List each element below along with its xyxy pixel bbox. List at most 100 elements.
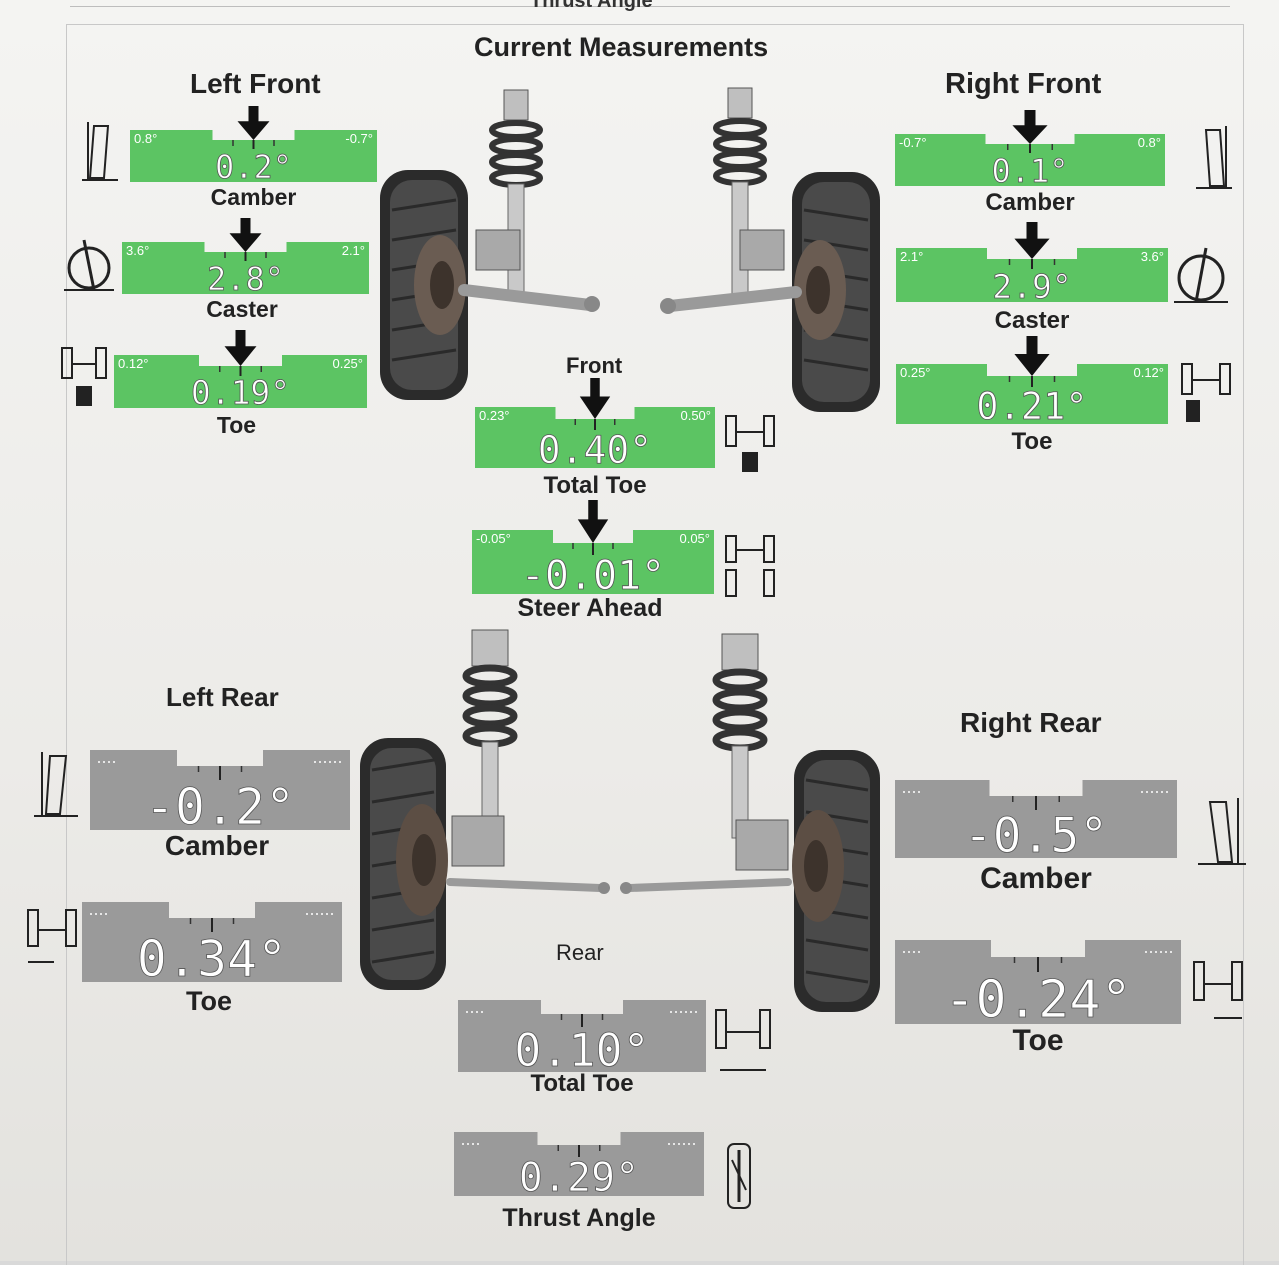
left-rear-heading: Left Rear [166,682,279,712]
camber-icon [1196,126,1232,189]
measurement-value: 2.9° [992,267,1071,306]
gauge-max-limit: -0.7° [345,131,373,146]
measurement-value: 0.34° [137,930,288,988]
measurement-value: 2.8° [207,260,284,298]
measurement-pointer-icon [229,218,262,252]
measurement-value: -0.01° [521,553,666,599]
thrust-angle-label: Thrust Angle [502,1204,656,1232]
gauge-band [895,940,1181,1024]
right-front-toe-gauge: 0.25° 0.12° 0.21° [896,336,1168,428]
left-front-camber-label: Camber [210,184,297,210]
right-rear-camber-label: Camber [980,862,1092,895]
camber-icon [34,752,78,817]
rear-total-toe-gauge: 0.10° [458,1000,706,1077]
rear-suspension-illustration [360,629,880,1012]
left-front-toe-label: Toe [216,412,257,438]
right-rear-toe-gauge: -0.24° [895,940,1181,1030]
right-front-toe-label: Toe [1011,428,1053,455]
caster-icon [64,239,114,291]
front-left-tire [380,170,468,400]
toe-icon [61,347,107,406]
steer-ahead-icon [725,535,775,597]
rear-left-tire [360,738,448,990]
rear-right-tire [792,750,880,1012]
gauge-band [90,750,350,830]
steer-ahead-gauge: -0.05° 0.05° -0.01° [472,500,714,599]
right-front-caster-gauge: 2.1° 3.6° 2.9° [896,222,1168,306]
page-title: Current Measurements [474,32,769,62]
gauge-band [114,355,367,408]
gauge-max-limit: 0.50° [680,408,711,423]
left-rear-camber-label: Camber [164,830,270,861]
gauge-min-limit: 2.1° [900,249,923,264]
left-rear-camber-gauge: -0.2° [90,750,350,836]
left-front-camber-gauge: 0.8°-0.7°0.2° [130,106,377,186]
caster-icon [1174,247,1228,303]
gauge-max-limit: 0.25° [332,356,363,371]
right-front-camber-gauge: -0.7°0.8°0.1° [895,110,1165,190]
measurement-pointer-icon [224,330,257,366]
gauge-band [454,1132,704,1196]
front-right-strut [660,87,802,314]
gauge-band [458,1000,706,1072]
left-front-caster-label: Caster [206,296,278,322]
left-front-toe-gauge: 0.12°0.25°0.19° [114,330,367,412]
front-suspension-illustration [380,87,880,412]
gauge-band [896,364,1168,424]
right-rear-toe-label: Toe [1012,1024,1064,1057]
front-left-strut [458,89,600,312]
gauge-band [82,902,342,982]
gauge-band [895,134,1165,186]
gauge-band [475,407,715,468]
gauge-min-limit: -0.7° [899,135,927,150]
front-total-toe-gauge: 0.23° 0.50° 0.40° [475,378,715,472]
measurement-value: 0.1° [991,152,1068,190]
measurement-value: 0.40° [538,428,652,472]
right-front-camber-label: Camber [985,189,1075,216]
left-front-caster-gauge: 3.6°2.1°2.8° [122,218,369,298]
toe-icon [27,909,77,963]
gauge-min-limit: 0.8° [134,131,157,146]
front-right-tire [792,172,880,412]
previous-section-rule [70,6,1230,7]
gauge-band [130,130,377,182]
front-total-toe-label: Total Toe [543,472,647,499]
gauge-max-limit: 0.05° [679,531,710,546]
toe-icon [1193,961,1243,1019]
thrust-angle-icon [727,1143,751,1209]
measurement-value: 0.21° [976,385,1087,428]
rear-total-toe-label: Total Toe [530,1070,634,1097]
right-rear-heading: Right Rear [960,707,1102,738]
measurement-pointer-icon [577,500,609,543]
gauge-band [122,242,369,294]
left-front-heading: Left Front [190,68,321,99]
steer-ahead-label: Steer Ahead [517,594,663,622]
gauge-min-limit: 0.23° [479,408,510,423]
gauge-min-limit: 0.12° [118,356,149,371]
gauge-min-limit: 0.25° [900,365,931,380]
measurement-pointer-icon [579,378,611,419]
right-front-caster-label: Caster [994,307,1070,334]
measurement-value: -0.2° [145,778,296,836]
gauge-min-limit: -0.05° [476,531,511,546]
measurement-value: -0.5° [964,808,1109,864]
gauge-band [472,530,714,594]
gauge-band [896,248,1168,302]
toe-icon [1181,363,1231,422]
gauge-max-limit: 3.6° [1141,249,1164,264]
total-toe-icon [715,1009,771,1071]
camber-icon [82,122,118,181]
left-rear-toe-label: Toe [186,986,232,1016]
measurement-pointer-icon [1012,110,1048,144]
previous-section-title: Thrust Angle [530,0,653,12]
right-rear-camber-gauge: -0.5° [895,780,1177,864]
rear-right-strut [620,633,792,894]
total-toe-icon [725,415,775,472]
thrust-angle-gauge: 0.29° [454,1132,704,1201]
gauge-band [895,780,1177,858]
gauge-max-limit: 0.12° [1133,365,1164,380]
measurement-value: 0.10° [514,1024,649,1077]
measurement-pointer-icon [1014,222,1050,259]
measurement-value: -0.24° [944,970,1132,1030]
gauge-max-limit: 2.1° [342,243,365,258]
